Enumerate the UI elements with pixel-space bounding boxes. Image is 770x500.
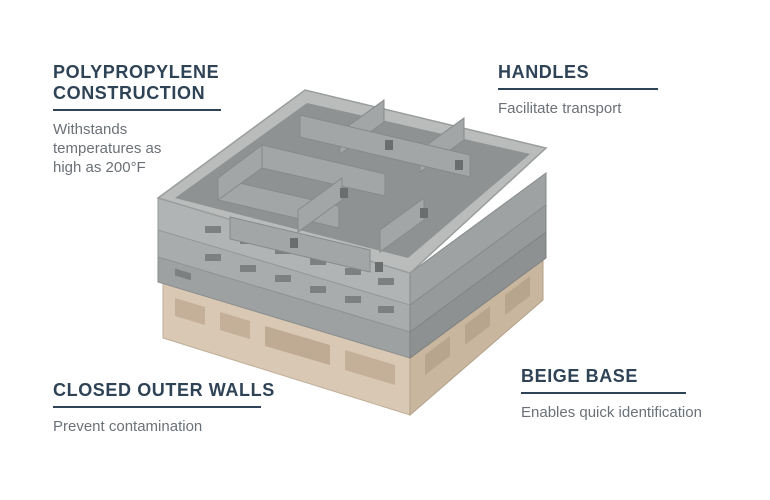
- feature-title: BEIGE BASE: [521, 366, 639, 386]
- feature-title: CLOSED OUTER WALLS: [53, 380, 275, 400]
- feature-description: Withstands temperatures as high as 200°F: [53, 121, 162, 176]
- feature-title: POLYPROPYLENE CONSTRUCTION: [53, 62, 220, 103]
- feature-description: Facilitate transport: [498, 100, 622, 117]
- feature-description: Prevent contamination: [53, 418, 203, 435]
- compartment-dividers: [217, 99, 471, 273]
- title-underline: [53, 406, 261, 408]
- feature-title: HANDLES: [498, 62, 590, 82]
- title-underline: [498, 88, 658, 90]
- feature-description: Enables quick identification: [521, 404, 702, 421]
- feature-polypropylene: POLYPROPYLENE CONSTRUCTION Withstands te…: [53, 62, 223, 177]
- compartment-shadows: [290, 140, 463, 272]
- title-underline: [521, 392, 686, 394]
- feature-beige-base: BEIGE BASE Enables quick identification: [521, 366, 741, 422]
- feature-handles: HANDLES Facilitate transport: [498, 62, 668, 118]
- title-underline: [53, 109, 221, 111]
- dishwasher-rack-image: [156, 89, 548, 417]
- feature-closed-outer-walls: CLOSED OUTER WALLS Prevent contamination: [53, 380, 283, 436]
